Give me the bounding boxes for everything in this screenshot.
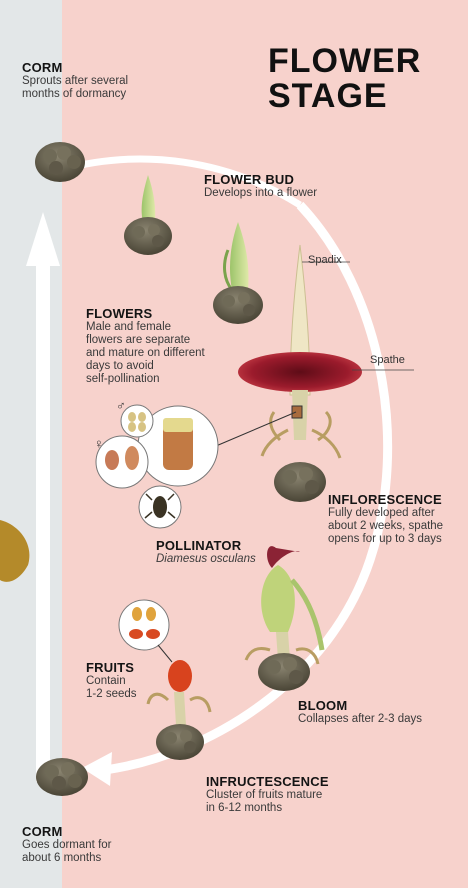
pollinator-heading: POLLINATOR [156,538,256,553]
flowers-desc-3: and mature on different [86,347,205,360]
leaf-fragment-icon [0,520,29,582]
corm-bottom-desc-1: Goes dormant for [22,839,111,852]
inflorescence-desc-3: opens for up to 3 days [328,533,443,546]
male-symbol-icon: ♂ [116,398,126,413]
fruits-label: FRUITS Contain 1-2 seeds [86,660,137,701]
flower-bud-label: FLOWER BUD Develops into a flower [204,172,317,200]
infructescence-heading: INFRUCTESCENCE [206,774,329,789]
corm-top-icon [35,142,85,182]
flowers-desc-1: Male and female [86,321,205,334]
bud-stage2-icon [213,222,263,324]
flower-bud-heading: FLOWER BUD [204,172,317,187]
spathe-icon [238,352,362,392]
corm-bottom-desc-2: about 6 months [22,852,111,865]
female-flower-circle [96,436,148,488]
inflorescence-desc-1: Fully developed after [328,507,443,520]
flowers-desc-4: days to avoid [86,360,205,373]
female-symbol-icon: ♀ [94,436,104,451]
corm-bottom-icon [36,758,88,796]
beetle-icon [153,496,167,518]
corm-bottom-label: CORM Goes dormant for about 6 months [22,824,111,865]
fruits-desc-1: Contain [86,675,137,688]
inflorescence-plant-icon [238,245,362,502]
flowers-label: FLOWERS Male and female flowers are sepa… [86,306,205,386]
cycle-arrow-shaft-left [36,262,50,782]
bloom-desc-1: Collapses after 2-3 days [298,713,422,726]
flower-detail-leader-line [216,412,296,446]
title-line-2: STAGE [268,79,421,114]
corm-top-desc-1: Sprouts after several [22,75,128,88]
fruits-heading: FRUITS [86,660,137,675]
page-title: FLOWER STAGE [268,44,421,114]
corm-top-desc-2: months of dormancy [22,88,128,101]
corm-bottom-heading: CORM [22,824,111,839]
corm-top-label: CORM Sprouts after several months of dor… [22,60,128,101]
infructescence-desc-1: Cluster of fruits mature [206,789,329,802]
corm-top-heading: CORM [22,60,128,75]
flowers-desc-5: self-pollination [86,373,205,386]
infructescence-label: INFRUCTESCENCE Cluster of fruits mature … [206,774,329,815]
spadix-label: Spadix [308,254,342,266]
male-flower-circle [121,405,153,437]
inflorescence-desc-2: about 2 weeks, spathe [328,520,443,533]
inflorescence-label: INFLORESCENCE Fully developed after abou… [328,492,443,546]
infructescence-desc-2: in 6-12 months [206,802,329,815]
flower-bud-desc-1: Develops into a flower [204,187,317,200]
title-line-1: FLOWER [268,44,421,79]
flowers-desc-2: flowers are separate [86,334,205,347]
bud-stage1-icon [124,175,172,255]
spathe-label: Spathe [370,354,405,366]
fruit-detail-circle [119,600,169,650]
fruits-desc-2: 1-2 seeds [86,688,137,701]
bloom-label: BLOOM Collapses after 2-3 days [298,698,422,726]
pollinator-label: POLLINATOR Diamesus osculans [156,538,256,566]
inflorescence-heading: INFLORESCENCE [328,492,443,507]
flowers-heading: FLOWERS [86,306,205,321]
fruit-detail-group [119,600,172,662]
bloom-plant-icon [246,546,322,691]
infructescence-plant-icon [148,660,210,760]
cycle-arrowhead-up [26,212,60,266]
bloom-heading: BLOOM [298,698,422,713]
pollinator-species: Diamesus osculans [156,553,256,566]
flower-detail-group [96,405,218,528]
